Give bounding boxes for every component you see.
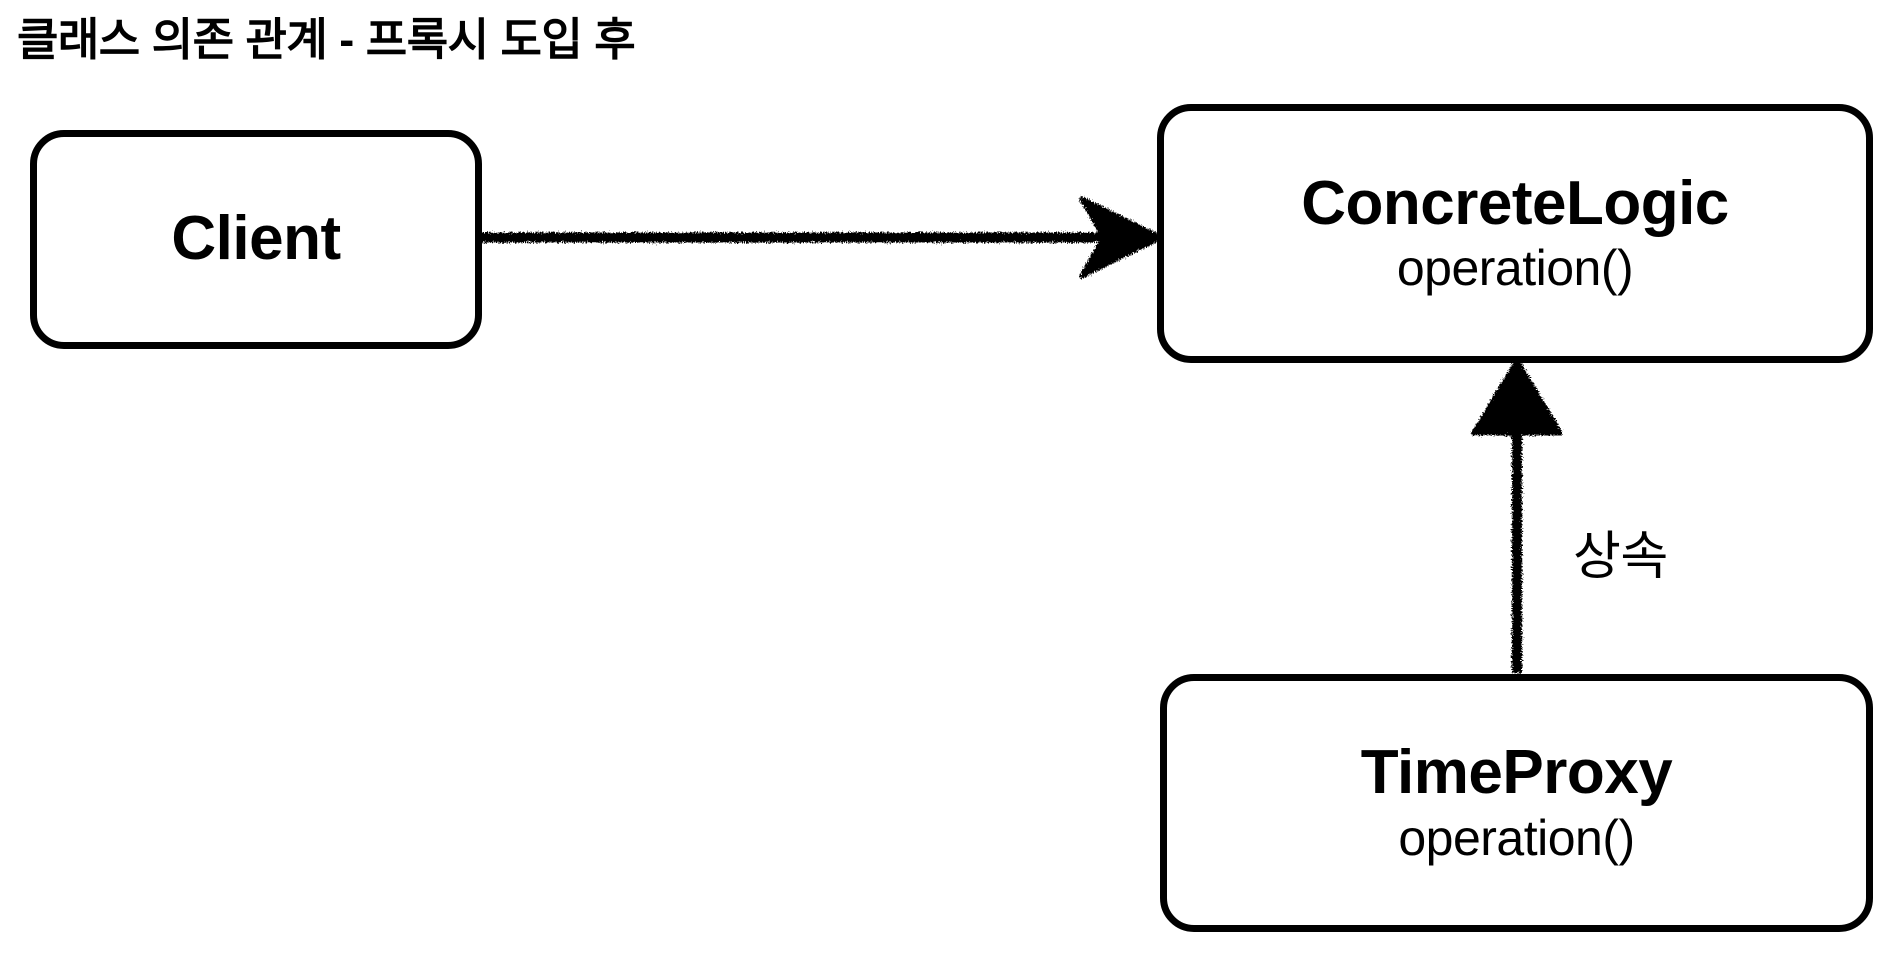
dependency-arrow-client-to-concrete-logic — [480, 196, 1163, 279]
class-node-time-proxy-operation: operation() — [1398, 809, 1635, 866]
class-node-concrete-logic-name: ConcreteLogic — [1301, 168, 1729, 238]
class-node-client-name: Client — [171, 204, 341, 274]
inheritance-arrow-time-proxy-to-concrete-logic — [1471, 358, 1563, 673]
class-node-concrete-logic[interactable]: ConcreteLogic operation() — [1157, 104, 1873, 363]
page-title: 클래스 의존 관계 - 프록시 도입 후 — [17, 14, 636, 65]
edge-label-inheritance: 상속 — [1573, 528, 1668, 586]
class-node-time-proxy-name: TimeProxy — [1360, 738, 1673, 808]
class-node-time-proxy[interactable]: TimeProxy operation() — [1160, 674, 1873, 932]
class-node-client[interactable]: Client — [30, 130, 482, 349]
class-node-concrete-logic-operation: operation() — [1396, 240, 1634, 297]
